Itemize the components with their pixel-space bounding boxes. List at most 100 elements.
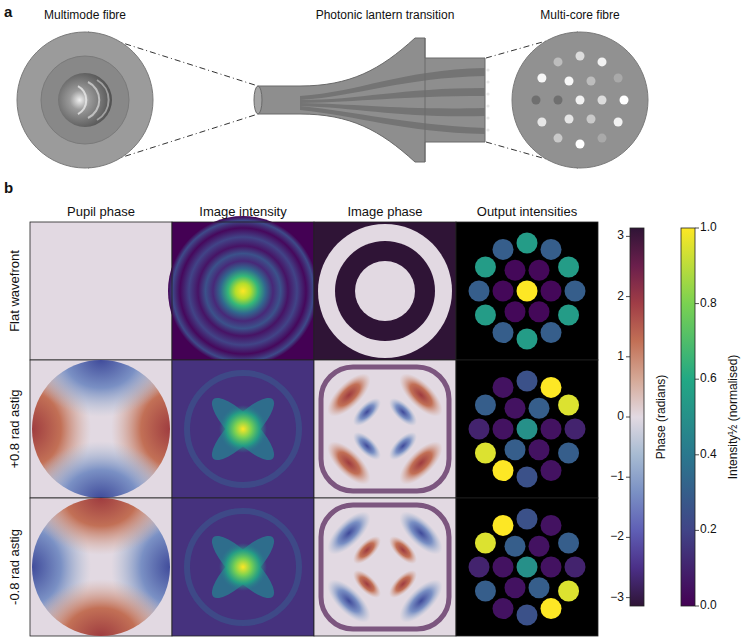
tick-mark [695,454,699,455]
core-output [529,301,550,322]
fibre-core [587,115,596,124]
fibre-core [565,76,574,85]
core-output [517,329,538,350]
fibre-core [587,76,596,85]
core-output [517,281,538,302]
core-output [529,536,550,557]
column-header: Output intensities [477,205,577,220]
tick-label: 2 [617,290,624,304]
ring [187,511,299,623]
core-output [541,281,562,302]
tick-mark [626,356,630,357]
fibre-core [598,57,607,66]
core-output [529,260,550,281]
core-output [558,581,579,602]
part-label: Photonic lantern transition [316,9,455,23]
output-panel [456,498,598,636]
axis-title: Phase (radians) [655,375,669,460]
phase-rim [321,367,449,491]
core-output [529,439,550,460]
core-output [475,395,496,416]
panel-frame [172,498,314,636]
colour-bars [626,228,699,606]
core-output [517,467,538,488]
fibre-core [554,134,563,143]
core-output [558,533,579,554]
core-output [469,557,490,578]
psf-arm [204,528,282,606]
phase-lobe [29,579,173,638]
core-output [517,557,538,578]
core-output [565,419,586,440]
psf-arm [204,390,282,468]
panel-row [30,216,598,366]
tick-label: 0 [617,410,624,424]
core-output [517,605,538,626]
tick-label: 3 [617,229,624,243]
core-output [493,322,514,343]
tick-label: 0.4 [700,448,717,462]
core-output [505,439,526,460]
tick-mark [695,530,699,531]
output-panel [456,222,598,360]
core-output [493,419,514,440]
tick-label: 0.0 [700,599,717,613]
panel-frame [172,360,314,498]
core-output [541,598,562,619]
panel-frame [314,498,456,636]
phase-lobe [349,394,386,431]
output-panel [456,360,598,498]
phase-lobe [29,439,173,555]
core-output [558,305,579,326]
multi-core-fibre [512,32,648,168]
image-phase-map [314,498,456,636]
core-output [558,395,579,416]
core-output [541,377,562,398]
core-output [475,305,496,326]
core-output [541,515,562,536]
core-output [475,533,496,554]
column-header: Image intensity [199,205,286,220]
core-output [505,301,526,322]
tick-mark [626,417,630,418]
core-output [517,419,538,440]
psf-core [219,543,267,591]
phase-lobe [385,532,422,569]
row-label: -0.8 rad astig [8,529,23,605]
tick-label: 1.0 [700,221,717,235]
phase-lobe [385,566,422,603]
core-output [541,419,562,440]
tick-label: 0.2 [700,523,717,537]
core-output [541,322,562,343]
psf-core [219,405,267,453]
fibre-core [576,140,585,149]
axis-title: Intensity½ (normalised) [727,355,741,480]
fibre-core [620,96,629,105]
psf-arm [204,528,282,606]
fibre-core [554,57,563,66]
core-output [493,515,514,536]
multimode-fibre [17,32,153,168]
core-output [517,233,538,254]
tick-mark [695,606,699,607]
core-output [469,419,490,440]
core-output [475,443,496,464]
tick-label: −3 [610,591,624,605]
panel-frame [456,222,598,360]
panel-letter: a [4,3,12,20]
phase-ring [318,224,452,358]
intensity-map [172,360,314,498]
tick-mark [626,296,630,297]
tick-mark [626,597,630,598]
fibre-core [598,134,607,143]
core-output [541,239,562,260]
core-output [493,557,514,578]
dash-dot-lines [88,32,578,168]
phase-lobe [349,428,386,465]
tick-label: 0.8 [700,297,717,311]
phase-lobe [349,532,386,569]
panel-row [0,439,598,638]
panel-letter: b [4,179,13,196]
panel-frame [314,222,456,360]
